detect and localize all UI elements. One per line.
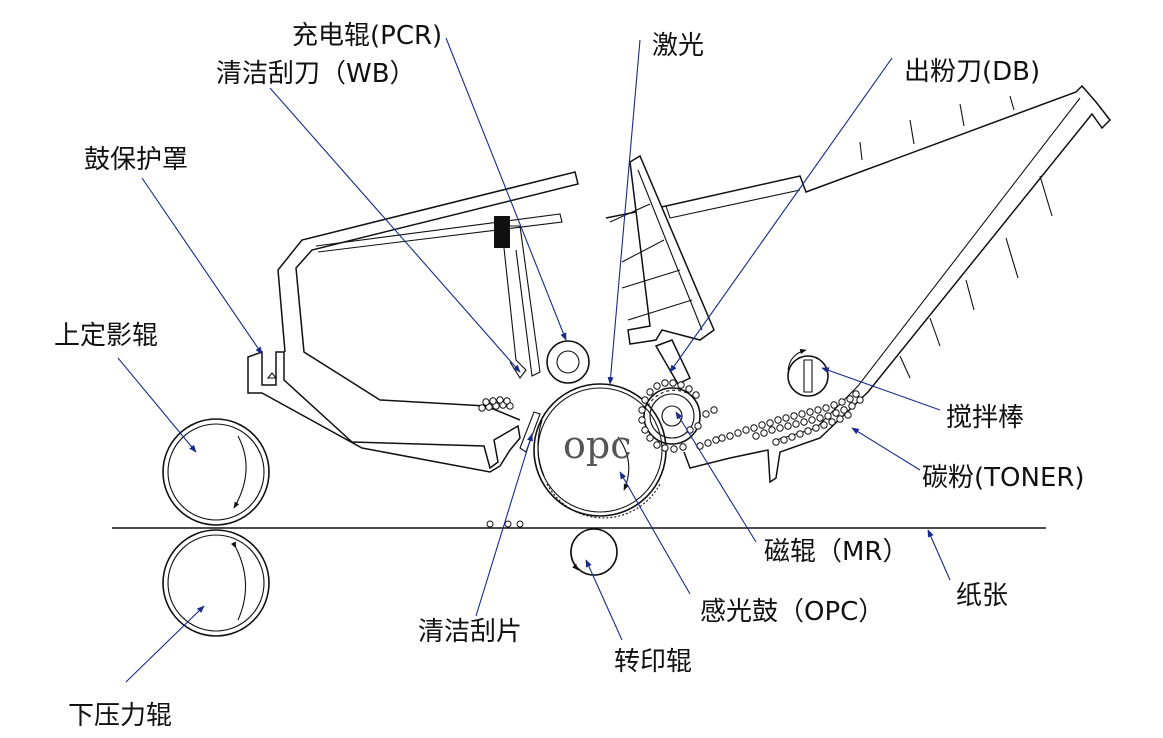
label-wb: 清洁刮刀（WB） bbox=[216, 59, 416, 89]
cleaning-blade-part bbox=[519, 411, 541, 453]
label-lower-pressure: 下压力辊 bbox=[68, 701, 172, 731]
label-drum-cover: 鼓保护罩 bbox=[84, 145, 188, 175]
label-laser: 激光 bbox=[652, 31, 704, 61]
label-cleaning-blade: 清洁刮片 bbox=[418, 617, 522, 647]
lower-pressure-roller bbox=[162, 529, 270, 637]
leader-lines bbox=[117, 37, 951, 683]
label-mag-roller: 磁辊（MR） bbox=[764, 537, 909, 567]
label-toner: 碳粉(TONER) bbox=[922, 463, 1085, 493]
pcr-bracket bbox=[494, 216, 541, 379]
toner-particles bbox=[478, 379, 864, 528]
label-upper-fuser: 上定影辊 bbox=[54, 321, 158, 351]
label-paper: 纸张 bbox=[956, 581, 1008, 611]
charge-roller bbox=[546, 340, 590, 384]
opc-text: opc bbox=[563, 423, 632, 467]
label-db: 出粉刀(DB) bbox=[904, 57, 1040, 87]
opc-drum: opc bbox=[533, 383, 667, 519]
label-transfer-roller: 转印辊 bbox=[614, 647, 692, 677]
toner-hopper bbox=[605, 84, 1111, 484]
label-pcr: 充电辊(PCR) bbox=[292, 21, 442, 51]
transfer-roller bbox=[570, 528, 618, 576]
drum-cover-housing bbox=[247, 171, 579, 473]
stirring-bar bbox=[787, 348, 829, 397]
label-stirrer: 搅拌棒 bbox=[946, 403, 1024, 433]
label-opc-drum: 感光鼓（OPC） bbox=[700, 597, 884, 627]
upper-fuser-roller bbox=[162, 418, 270, 526]
